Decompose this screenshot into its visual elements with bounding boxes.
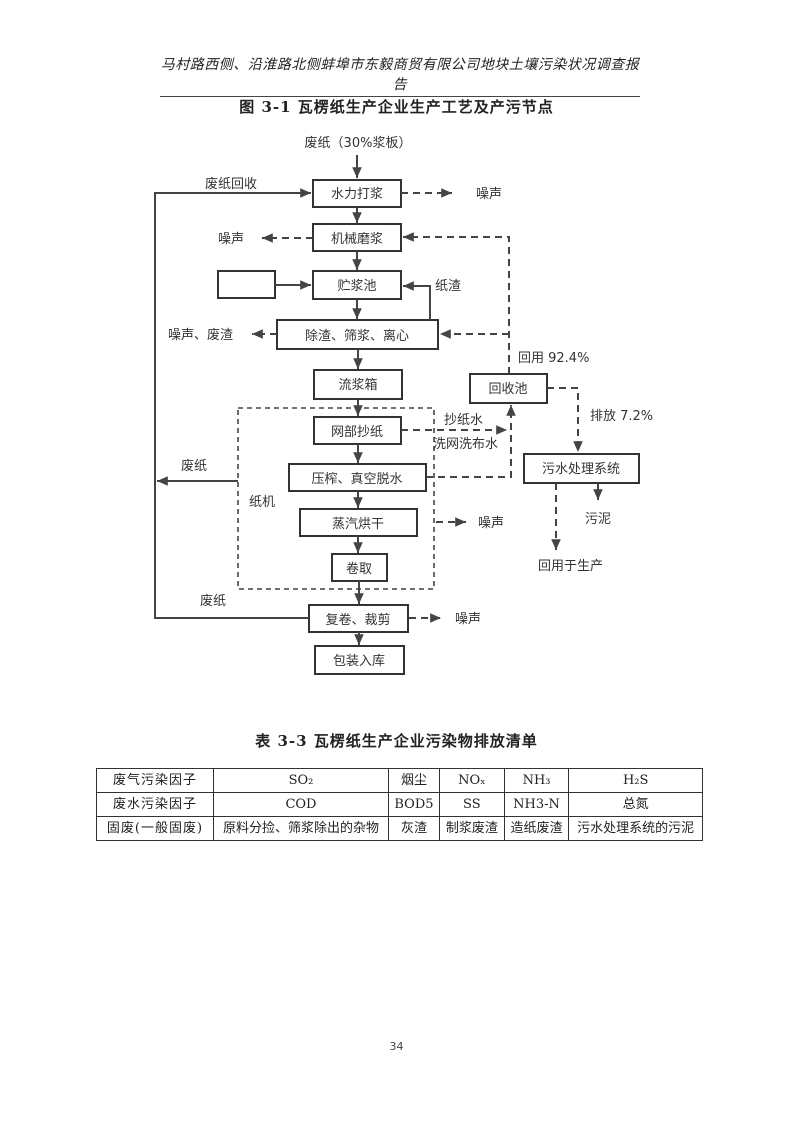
table-cell: 总氮 <box>568 792 703 817</box>
svg-text:水力打浆: 水力打浆 <box>331 187 383 202</box>
table-row: 固废(一般固废) 原料分捡、筛浆除出的杂物 灰渣 制浆废渣 造纸废渣 污水处理系… <box>96 816 703 841</box>
svg-text:除渣、筛浆、离心: 除渣、筛浆、离心 <box>305 328 409 344</box>
papermaking-water-label: 抄纸水 <box>444 413 483 428</box>
svg-text:回收池: 回收池 <box>488 382 527 397</box>
step-screening: 除渣、筛浆、离心 <box>276 319 439 350</box>
noise-waste-residue-label: 噪声、废渣 <box>168 327 233 343</box>
step-headbox: 流浆箱 <box>313 369 403 400</box>
table-cell: SS <box>439 792 505 817</box>
table-row: 废气污染因子 SO₂ 烟尘 NOₓ NH₃ H₂S <box>96 768 703 793</box>
svg-text:压榨、真空脱水: 压榨、真空脱水 <box>311 471 402 487</box>
table-cell: NOₓ <box>439 768 505 793</box>
page-number: 34 <box>389 1040 404 1053</box>
wastewater-system-box: 污水处理系统 <box>523 453 640 484</box>
table-cell: 灰渣 <box>387 816 441 841</box>
table-cell: NH3-N <box>503 792 570 817</box>
input-label: 废纸（30%浆板） <box>305 135 412 151</box>
row-label: 废气污染因子 <box>96 768 214 793</box>
noise-label-1: 噪声 <box>476 187 502 202</box>
wash-water-label: 洗网洗布水 <box>433 437 498 452</box>
process-flow-diagram: 废纸（30%浆板） 水力打浆 机械磨浆 贮浆池 除渣、筛浆、离心 流浆箱 纸机 … <box>154 135 653 675</box>
step-rewinding: 复卷、裁剪 <box>308 604 409 633</box>
svg-text:卷取: 卷取 <box>346 561 372 577</box>
svg-text:网部抄纸: 网部抄纸 <box>331 425 383 440</box>
step-refining: 机械磨浆 <box>312 223 402 252</box>
table-cell: BOD5 <box>387 792 441 817</box>
paper-machine-label: 纸机 <box>249 495 275 510</box>
step-drying: 蒸汽烘干 <box>299 508 418 537</box>
waste-paper-recycle-label: 废纸回收 <box>205 176 257 192</box>
step-pressing: 压榨、真空脱水 <box>288 463 427 492</box>
svg-text:机械磨浆: 机械磨浆 <box>331 232 383 247</box>
noise-label-4: 噪声 <box>455 612 481 627</box>
figure-title: 图 3-1 瓦楞纸生产企业生产工艺及产污节点 <box>239 98 554 116</box>
table-title: 表 3-3 瓦楞纸生产企业污染物排放清单 <box>255 732 538 750</box>
table-cell: SO₂ <box>213 768 389 793</box>
noise-label-3: 噪声 <box>478 516 504 531</box>
table-cell: 烟尘 <box>387 768 441 793</box>
step-reeling: 卷取 <box>331 553 388 582</box>
table-row: 废水污染因子 COD BOD5 SS NH3-N 总氮 <box>96 792 703 817</box>
table-cell: COD <box>213 792 389 817</box>
noise-label-2: 噪声 <box>218 232 244 247</box>
table-cell: H₂S <box>568 768 703 793</box>
table-cell: 污水处理系统的污泥 <box>568 816 703 841</box>
discharge-label: 排放 7.2% <box>590 409 653 424</box>
step-wire-section: 网部抄纸 <box>313 416 402 445</box>
table-cell: 原料分捡、筛浆除出的杂物 <box>213 816 389 841</box>
row-label: 固废(一般固废) <box>96 816 214 841</box>
row-label: 废水污染因子 <box>96 792 214 817</box>
waste-paper-label-1: 废纸 <box>181 458 207 474</box>
recycle-pool-box: 回收池 <box>469 373 548 404</box>
step-packaging: 包装入库 <box>314 645 405 675</box>
document-header: 马村路西侧、沿淮路北侧蚌埠市东毅商贸有限公司地块土壤污染状况调查报告 <box>160 54 640 97</box>
reuse-label: 回用 92.4% <box>518 351 589 366</box>
filler-box <box>217 270 276 299</box>
pollutant-table: 废气污染因子 SO₂ 烟尘 NOₓ NH₃ H₂S 废水污染因子 COD BOD… <box>96 768 703 841</box>
svg-text:贮浆池: 贮浆池 <box>337 279 376 294</box>
table-cell: 制浆废渣 <box>439 816 505 841</box>
svg-text:蒸汽烘干: 蒸汽烘干 <box>332 517 384 532</box>
reuse-production-label: 回用于生产 <box>538 559 603 574</box>
svg-text:复卷、裁剪: 复卷、裁剪 <box>325 612 390 628</box>
sludge-label: 污泥 <box>585 512 611 527</box>
svg-text:污水处理系统: 污水处理系统 <box>542 462 620 477</box>
svg-text:包装入库: 包装入库 <box>333 653 385 669</box>
step-storage: 贮浆池 <box>312 270 402 300</box>
paper-residue-label: 纸渣 <box>435 279 461 294</box>
svg-text:流浆箱: 流浆箱 <box>338 377 377 393</box>
table-cell: 造纸废渣 <box>503 816 570 841</box>
table-cell: NH₃ <box>503 768 570 793</box>
step-pulping: 水力打浆 <box>312 179 402 208</box>
waste-paper-label-2: 废纸 <box>200 593 226 609</box>
